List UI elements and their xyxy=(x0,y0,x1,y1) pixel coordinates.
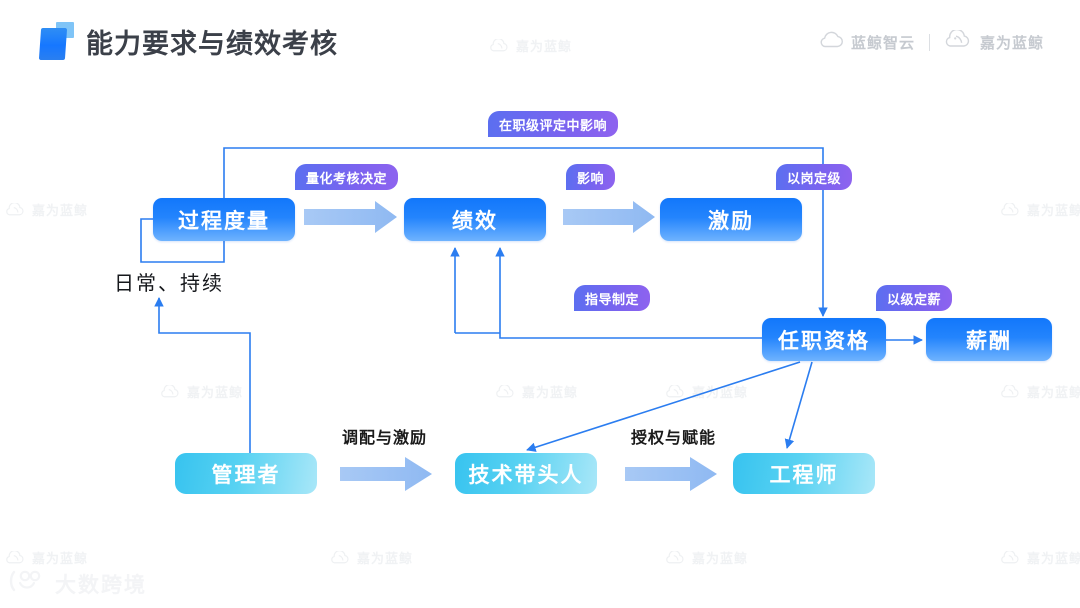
label-empower-enable: 授权与赋能 xyxy=(631,430,717,447)
fat-arrow-process-to-performance xyxy=(304,201,397,233)
node-process-metrics[interactable]: 过程度量 xyxy=(153,198,295,241)
footer-watermark: 大数跨境 xyxy=(8,568,147,600)
node-tech-leader[interactable]: 技术带头人 xyxy=(455,453,597,494)
brand-label: 蓝鲸智云 xyxy=(850,34,915,52)
cloud-icon xyxy=(819,31,845,54)
watermark: 嘉为蓝鲸 xyxy=(1000,200,1080,219)
tag-quant-assess[interactable]: 量化考核决定 xyxy=(295,164,399,190)
node-label: 技术带头人 xyxy=(468,463,584,487)
node-label: 绩效 xyxy=(452,209,498,233)
watermark-label: 嘉为蓝鲸 xyxy=(522,385,579,400)
node-label: 激励 xyxy=(708,209,754,233)
fat-arrow-manager-to-leader xyxy=(340,457,432,491)
label-daily-continuous: 日常、持续 xyxy=(114,273,224,295)
node-manager[interactable]: 管理者 xyxy=(175,453,317,494)
watermark: 嘉为蓝鲸 xyxy=(665,548,748,567)
watermark: 嘉为蓝鲸 xyxy=(330,548,413,567)
node-label: 任职资格 xyxy=(778,329,870,353)
node-label: 过程度量 xyxy=(178,209,270,233)
watermark-label: 嘉为蓝鲸 xyxy=(187,385,244,400)
tag-label: 指导制定 xyxy=(585,291,640,307)
node-engineer[interactable]: 工程师 xyxy=(733,453,875,494)
watermark-label: 嘉为蓝鲸 xyxy=(1027,203,1080,218)
node-label: 管理者 xyxy=(211,463,281,487)
brand-lanjing-zhiyun: 蓝鲸智云 xyxy=(819,31,915,54)
tag-label: 影响 xyxy=(577,170,605,186)
node-qualification[interactable]: 任职资格 xyxy=(762,318,886,361)
brand-square-icon xyxy=(38,22,74,60)
node-incentive[interactable]: 激励 xyxy=(660,198,802,241)
node-performance[interactable]: 绩效 xyxy=(404,198,546,241)
watermark: 嘉为蓝鲸 xyxy=(1000,548,1080,567)
node-salary[interactable]: 薪酬 xyxy=(926,318,1052,361)
brand-logos: 蓝鲸智云 嘉为蓝鲸 xyxy=(819,28,1044,54)
fat-arrow-leader-to-engineer xyxy=(625,457,717,491)
tag-guide-make[interactable]: 指导制定 xyxy=(574,285,651,311)
label-allocate-motivate: 调配与激励 xyxy=(342,430,428,447)
watermark-label: 嘉为蓝鲸 xyxy=(357,551,414,566)
tag-label: 以级定薪 xyxy=(887,291,942,307)
brand-label: 嘉为蓝鲸 xyxy=(979,34,1044,52)
tag-label: 在职级评定中影响 xyxy=(499,117,608,133)
node-label: 薪酬 xyxy=(966,329,1012,353)
tag-level-pay[interactable]: 以级定薪 xyxy=(876,285,953,311)
watermark: 嘉为蓝鲸 xyxy=(5,548,88,567)
footer-watermark-label: 大数跨境 xyxy=(55,574,147,597)
watermark: 嘉为蓝鲸 xyxy=(160,382,243,401)
fat-arrow-performance-to-incentive xyxy=(563,201,655,233)
watermark: 嘉为蓝鲸 xyxy=(489,36,572,55)
watermark: 嘉为蓝鲸 xyxy=(1000,382,1080,401)
tag-label: 量化考核决定 xyxy=(306,170,388,186)
watermark: 嘉为蓝鲸 xyxy=(5,200,88,219)
watermark-label: 嘉为蓝鲸 xyxy=(32,551,89,566)
watermark-label: 嘉为蓝鲸 xyxy=(516,39,573,54)
watermark-label: 嘉为蓝鲸 xyxy=(1027,385,1080,400)
watermark: 嘉为蓝鲸 xyxy=(495,382,578,401)
dashu-logo-icon xyxy=(8,568,48,600)
tag-influence[interactable]: 影响 xyxy=(566,164,616,190)
brand-jiawei-lanjing: 嘉为蓝鲸 xyxy=(944,28,1044,54)
whale-cloud-icon xyxy=(944,28,974,54)
watermark-label: 嘉为蓝鲸 xyxy=(692,551,749,566)
tag-post-grade[interactable]: 以岗定级 xyxy=(776,164,853,190)
tag-label: 以岗定级 xyxy=(787,170,842,186)
watermark-label: 嘉为蓝鲸 xyxy=(32,203,89,218)
tag-rank-review[interactable]: 在职级评定中影响 xyxy=(488,111,619,137)
node-label: 工程师 xyxy=(769,463,839,487)
brand-divider xyxy=(928,33,930,51)
watermark: 嘉为蓝鲸 xyxy=(665,382,748,401)
page-title: 能力要求与绩效考核 xyxy=(86,29,338,59)
watermark-label: 嘉为蓝鲸 xyxy=(692,385,749,400)
watermark-label: 嘉为蓝鲸 xyxy=(1027,551,1080,566)
